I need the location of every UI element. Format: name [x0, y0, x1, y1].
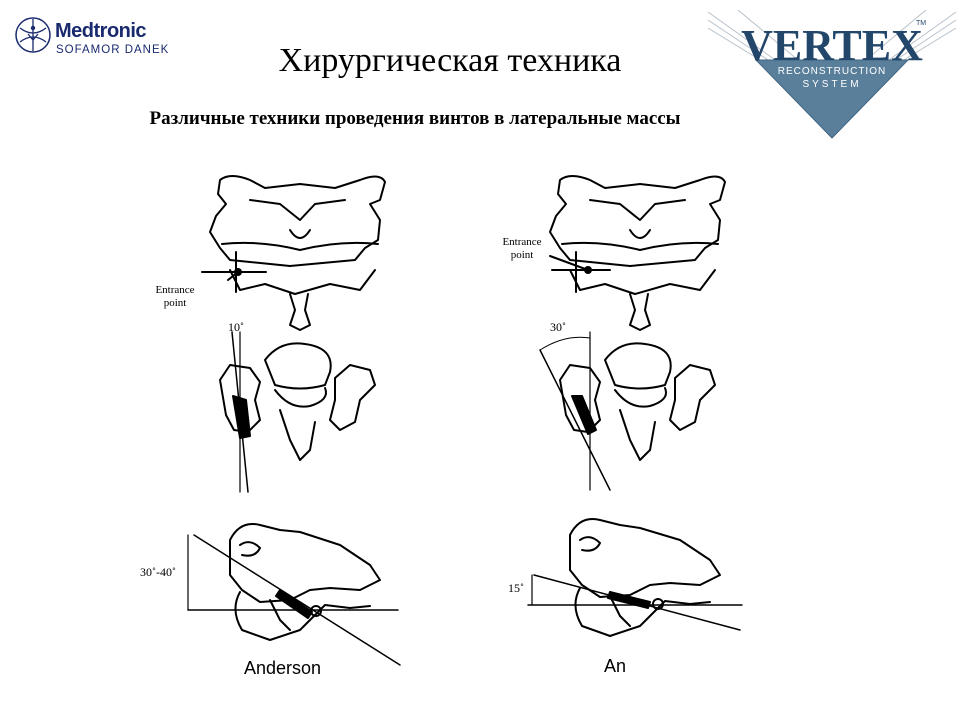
vertex-triangle-graphic: [708, 10, 956, 139]
left-axial-view: [219, 331, 376, 493]
vertex-word: VERTEX: [741, 21, 923, 70]
vertex-system: SYSTEM: [802, 79, 862, 90]
screw-technique-figure: Entrance point Entrance point 10˚ 30˚ 30…: [130, 160, 810, 705]
slide-title: Хирургическая техника: [278, 42, 622, 79]
left-lateral-view: [187, 523, 401, 666]
brand-name: Medtronic: [55, 20, 147, 42]
vertex-logo: VERTEX TM RECONSTRUCTION SYSTEM: [708, 10, 956, 140]
right-angle-15-label: 15˚: [508, 581, 524, 595]
right-entrance-point-label: Entrance point: [502, 236, 542, 261]
medtronic-logo-icon: [15, 17, 51, 53]
an-caption: An: [604, 656, 627, 676]
vertex-reconstruction: RECONSTRUCTION: [777, 66, 887, 77]
vertebra-drawings: [187, 175, 743, 666]
right-posterior-view: [549, 175, 726, 331]
left-posterior-view: [201, 175, 386, 331]
brand-subtitle: SOFAMOR DANEK: [56, 44, 170, 56]
left-angle-30-40-label: 30˚-40˚: [140, 565, 176, 579]
medtronic-logo: Medtronic SOFAMOR DANEK: [14, 14, 184, 60]
right-angle-30-label: 30˚: [550, 320, 566, 334]
left-angle-10-label: 10˚: [228, 320, 244, 334]
slide-subtitle: Различные техники проведения винтов в ла…: [149, 108, 681, 129]
vertex-trademark: TM: [916, 20, 927, 27]
left-entrance-point-label: Entrance point: [155, 284, 195, 309]
anderson-caption: Anderson: [244, 658, 322, 678]
right-axial-view: [539, 331, 716, 491]
right-lateral-view: [527, 518, 743, 637]
